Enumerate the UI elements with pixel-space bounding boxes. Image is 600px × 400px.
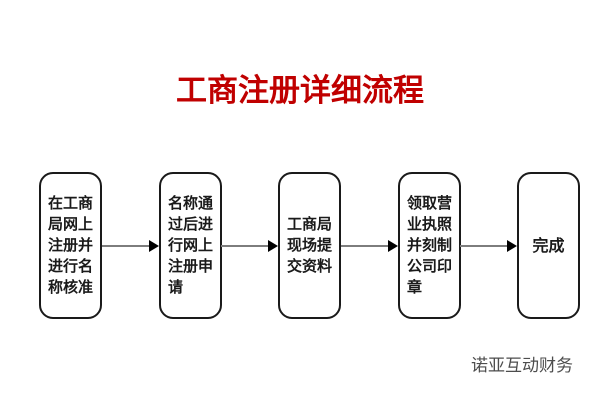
arrow-right-icon — [268, 240, 278, 252]
flow-step-5: 完成 — [517, 172, 580, 319]
brand-watermark: 诺亚互动财务 — [471, 356, 573, 376]
arrow-right-icon — [507, 240, 517, 252]
flow-arrow-4 — [460, 240, 517, 252]
flow-step-1-label: 在工商局网上注册并进行名称核准 — [48, 194, 94, 296]
arrow-right-icon — [149, 240, 159, 252]
flow-step-4-label: 领取营业执照并刻制公司印章 — [407, 194, 453, 296]
flow-step-1: 在工商局网上注册并进行名称核准 — [39, 172, 102, 319]
flow-step-5-label: 完成 — [532, 236, 565, 255]
flow-step-2-label: 名称通过后进行网上注册申请 — [168, 194, 214, 296]
flow-arrow-3 — [341, 240, 398, 252]
flow-step-4: 领取营业执照并刻制公司印章 — [398, 172, 461, 319]
flow-step-3: 工商局现场提交资料 — [278, 172, 341, 319]
flow-arrow-1 — [102, 240, 159, 252]
arrow-line — [341, 245, 388, 247]
page-title: 工商注册详细流程 — [176, 73, 424, 109]
arrow-right-icon — [388, 240, 398, 252]
arrow-line — [460, 245, 507, 247]
flow-step-3-label: 工商局现场提交资料 — [287, 215, 333, 275]
flow-arrow-2 — [221, 240, 278, 252]
arrow-line — [221, 245, 268, 247]
flow-step-2: 名称通过后进行网上注册申请 — [159, 172, 222, 319]
arrow-line — [102, 245, 149, 247]
